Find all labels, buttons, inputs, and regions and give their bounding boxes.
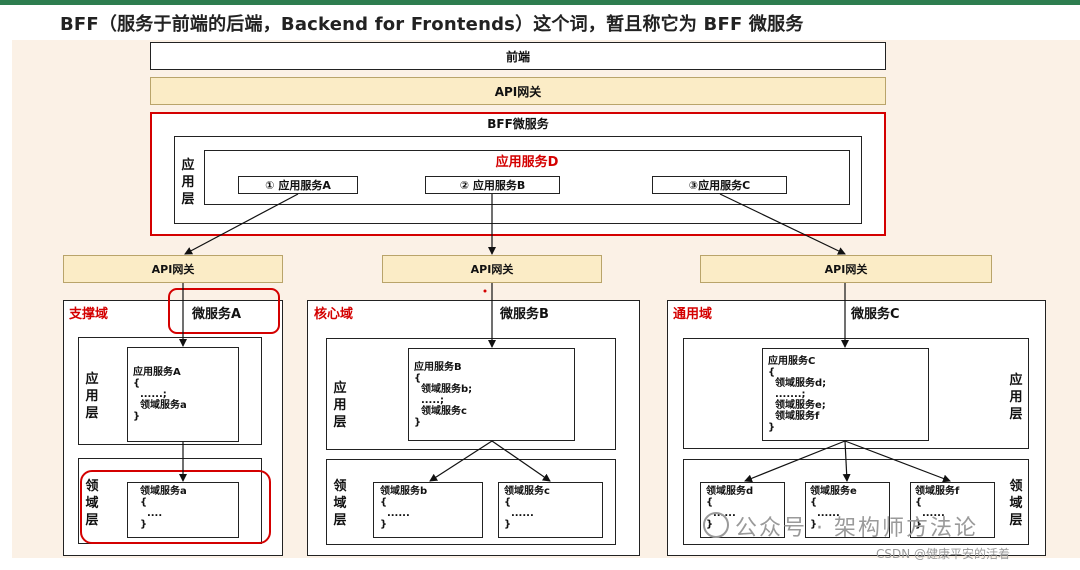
microservice-b-title: 微服务B (500, 307, 549, 322)
frontend-box: 前端 (150, 42, 886, 70)
domain-generic-name: 通用域 (673, 307, 713, 322)
api-gateway-c: API网关 (700, 255, 992, 283)
domain-service-c-box (498, 482, 603, 538)
app-service-c-box (762, 348, 929, 441)
highlight-microservice-a (168, 288, 280, 334)
domain-service-a-code: 领域服务a { .... } (140, 486, 187, 530)
app-service-a-box (127, 347, 239, 442)
domain-service-b-code: 领域服务b { ...... } (380, 486, 428, 530)
api-gateway-b: API网关 (382, 255, 602, 283)
domain-core-name: 核心域 (314, 307, 354, 322)
bff-title: BFF微服务 (487, 116, 549, 131)
service-d-title: 应用服务D (495, 154, 559, 170)
title-bar (0, 5, 1080, 40)
wechat-logo-icon (703, 512, 729, 538)
bff-service-c: ③应用服务C (652, 176, 787, 194)
page-title: BFF（服务于前端的后端，Backend for Frontends）这个词，暂… (60, 14, 804, 35)
top-api-gateway: API网关 (150, 77, 886, 105)
domain-support-name: 支撑域 (69, 307, 109, 322)
app-service-b-box (408, 348, 575, 441)
domain-b-domain-layer-label: 领域层 (333, 479, 347, 528)
app-service-b-code: 应用服务B { 领域服务b; .....; 领域服务c } (414, 362, 473, 428)
app-service-c-code: 应用服务C { 领域服务d; .......; 领域服务e; 领域服务f } (768, 356, 827, 433)
domain-a-domain-layer-label: 领域层 (85, 479, 99, 528)
api-gateway-a: API网关 (63, 255, 283, 283)
domain-service-a-box (127, 482, 239, 538)
domain-service-e-code: 领域服务e { ...... } (810, 486, 857, 530)
domain-a-app-layer-label: 应用层 (85, 372, 99, 421)
bff-service-b: ② 应用服务B (425, 176, 560, 194)
domain-service-e-box (805, 482, 890, 538)
wechat-watermark: 公众号 · 架构师方法论 (735, 516, 978, 541)
highlight-domain-service-a (80, 470, 271, 544)
domain-service-f-box (910, 482, 995, 538)
bff-service-a: ① 应用服务A (238, 176, 358, 194)
app-service-a-code: 应用服务A { ......; 领域服务a } (133, 367, 187, 422)
bff-app-layer-label: 应用层 (181, 158, 195, 207)
domain-service-b-box (373, 482, 483, 538)
domain-c-app-layer-label: 应用层 (1009, 373, 1023, 422)
csdn-watermark: CSDN @健康平安的活着 (876, 547, 1011, 561)
domain-b-app-layer-label: 应用层 (333, 381, 347, 430)
top-accent-bar (0, 0, 1080, 5)
domain-service-c-code: 领域服务c { ...... } (504, 486, 550, 530)
domain-c-domain-layer-label: 领域层 (1009, 479, 1023, 528)
microservice-a-title: 微服务A (192, 307, 242, 322)
domain-service-f-code: 领域服务f { ...... } (915, 486, 960, 530)
microservice-c-title: 微服务C (851, 307, 900, 322)
